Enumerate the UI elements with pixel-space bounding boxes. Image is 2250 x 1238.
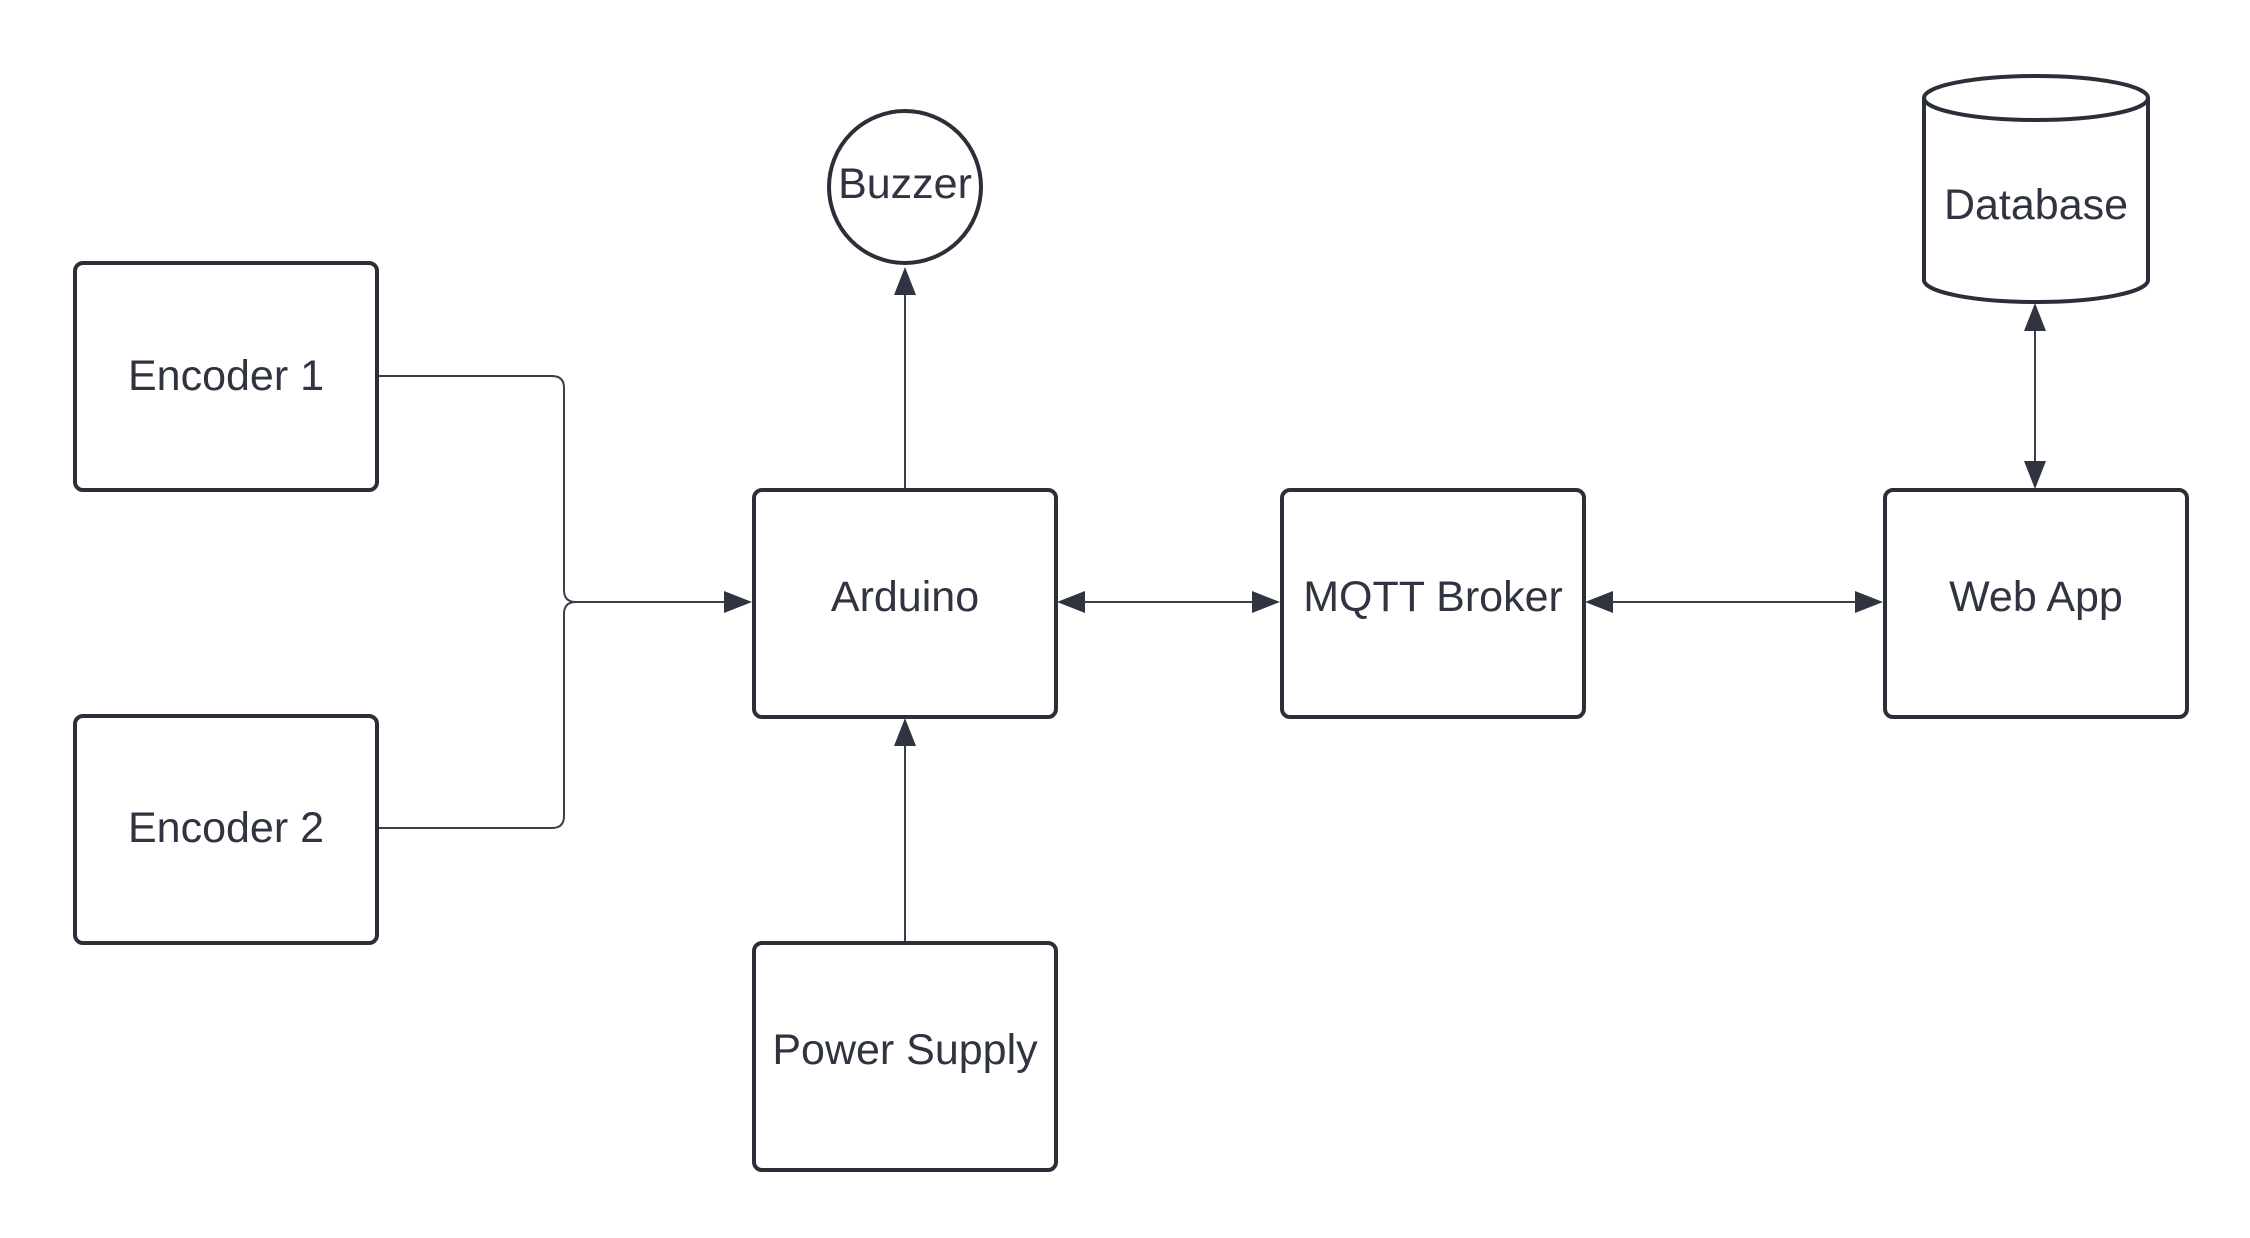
node-power-supply: Power Supply (752, 941, 1058, 1172)
node-label-database: Database (1944, 181, 2128, 229)
arrowhead-into-arduino-right (1057, 591, 1085, 613)
node-label-web-app: Web App (1949, 573, 2123, 621)
arrowhead-into-arduino-bottom (894, 718, 916, 746)
node-arduino: Arduino (752, 488, 1058, 719)
database-cylinder-top (1922, 74, 2150, 122)
node-mqtt-broker: MQTT Broker (1280, 488, 1586, 719)
node-label-encoder-1: Encoder 1 (128, 352, 324, 400)
edge-encoder1-arduino (377, 375, 724, 603)
arrowhead-into-buzzer (894, 267, 916, 295)
node-label-encoder-2: Encoder 2 (128, 804, 324, 852)
node-database: Database (1922, 74, 2150, 304)
node-label-buzzer: Buzzer (838, 160, 972, 208)
node-encoder-2: Encoder 2 (73, 714, 379, 945)
node-label-arduino: Arduino (831, 573, 979, 621)
edge-encoder2-arduino (377, 601, 724, 829)
node-label-power-supply: Power Supply (772, 1026, 1038, 1074)
node-encoder-1: Encoder 1 (73, 261, 379, 492)
edges (377, 267, 2046, 943)
arrowhead-into-mqtt-right (1585, 591, 1613, 613)
node-buzzer: Buzzer (827, 109, 983, 265)
node-label-mqtt-broker: MQTT Broker (1303, 573, 1563, 621)
database-cylinder-body (1922, 98, 2150, 304)
arrowhead-into-mqtt-left (1252, 591, 1280, 613)
arrowhead-into-webapp-top (2024, 461, 2046, 489)
arrowhead-into-database (2024, 303, 2046, 331)
arrowhead-into-webapp-left (1855, 591, 1883, 613)
node-web-app: Web App (1883, 488, 2189, 719)
arrowhead-into-arduino-left (724, 591, 752, 613)
